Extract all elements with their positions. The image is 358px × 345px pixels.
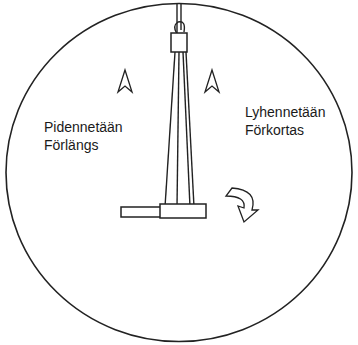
label-text: Pidennetään	[44, 119, 123, 136]
turn-arrow	[226, 188, 258, 222]
label-text: Lyhennetään	[245, 104, 325, 121]
toggle-bar	[121, 204, 206, 218]
slider	[171, 33, 187, 52]
rope	[165, 4, 194, 207]
label-text: Förlängs	[44, 137, 98, 154]
up-arrow	[118, 70, 219, 92]
label-text: Förkortas	[245, 122, 304, 139]
frame-circle	[6, 4, 352, 342]
